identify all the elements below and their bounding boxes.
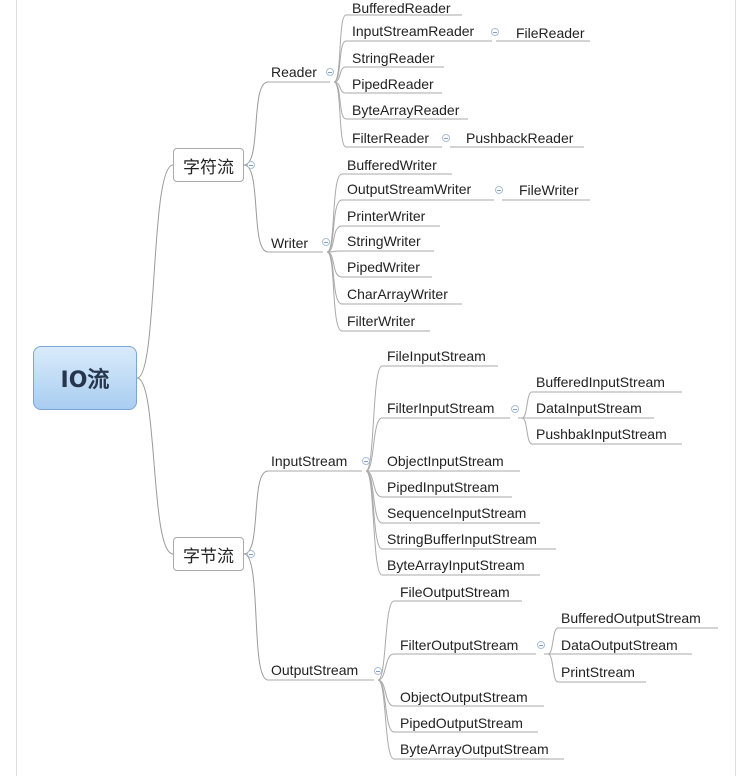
reader-leaf[interactable]: ByteArrayReader: [352, 102, 460, 118]
char-stream-node[interactable]: 字符流: [173, 148, 244, 182]
writer-node[interactable]: Writer: [271, 235, 309, 251]
writer-leaf[interactable]: OutputStreamWriter: [347, 181, 472, 197]
reader-node[interactable]: Reader: [271, 64, 317, 80]
byte-stream-node[interactable]: 字节流: [173, 537, 244, 571]
reader-leaf[interactable]: PushbackReader: [466, 130, 574, 146]
collapse-icon[interactable]: [442, 134, 450, 142]
collapse-icon[interactable]: [537, 641, 545, 649]
collapse-icon[interactable]: [491, 28, 499, 36]
writer-leaf[interactable]: FilterWriter: [347, 313, 416, 329]
writer-leaf[interactable]: StringWriter: [347, 233, 421, 249]
output-filter-leaf[interactable]: BufferedOutputStream: [561, 610, 701, 626]
input-stream-leaf[interactable]: ByteArrayInputStream: [387, 557, 525, 573]
collapse-icon[interactable]: [511, 405, 519, 413]
output-filter-leaf[interactable]: PrintStream: [561, 664, 635, 680]
reader-leaf[interactable]: PipedReader: [352, 76, 434, 92]
writer-leaf[interactable]: CharArrayWriter: [347, 286, 448, 302]
output-stream-leaf[interactable]: FileOutputStream: [400, 584, 510, 600]
root-label: IO流: [60, 368, 110, 393]
input-stream-node[interactable]: InputStream: [271, 453, 348, 469]
reader-leaf[interactable]: BufferedReader: [352, 0, 451, 16]
output-stream-node[interactable]: OutputStream: [271, 662, 359, 678]
reader-leaf[interactable]: InputStreamReader: [352, 23, 475, 39]
collapse-icon[interactable]: [495, 186, 503, 194]
byte-stream-label: 字节流: [183, 546, 234, 567]
char-stream-label: 字符流: [183, 157, 234, 178]
input-filter-leaf[interactable]: PushbakInputStream: [536, 426, 667, 442]
collapse-icon[interactable]: [362, 457, 370, 465]
output-stream-leaf[interactable]: ObjectOutputStream: [400, 689, 528, 705]
collapse-icon[interactable]: [322, 238, 330, 246]
output-stream-leaf[interactable]: PipedOutputStream: [400, 715, 523, 731]
input-stream-leaf[interactable]: StringBufferInputStream: [387, 531, 537, 547]
writer-leaf[interactable]: PipedWriter: [347, 259, 420, 275]
canvas-frame: [16, 0, 736, 776]
output-stream-leaf[interactable]: ByteArrayOutputStream: [400, 741, 549, 757]
output-stream-leaf[interactable]: FilterOutputStream: [400, 637, 519, 653]
reader-leaf[interactable]: FilterReader: [352, 130, 430, 146]
input-stream-leaf[interactable]: ObjectInputStream: [387, 453, 504, 469]
collapse-icon[interactable]: [326, 68, 334, 76]
input-filter-leaf[interactable]: DataInputStream: [536, 400, 642, 416]
output-filter-leaf[interactable]: DataOutputStream: [561, 637, 678, 653]
input-filter-leaf[interactable]: BufferedInputStream: [536, 374, 665, 390]
writer-leaf[interactable]: PrinterWriter: [347, 208, 426, 224]
input-stream-leaf[interactable]: FileInputStream: [387, 348, 486, 364]
collapse-icon[interactable]: [247, 550, 255, 558]
reader-leaf[interactable]: FileReader: [516, 25, 585, 41]
reader-leaf[interactable]: StringReader: [352, 50, 435, 66]
input-stream-leaf[interactable]: FilterInputStream: [387, 400, 495, 416]
writer-leaf[interactable]: BufferedWriter: [347, 157, 437, 173]
root-node[interactable]: IO流: [33, 346, 137, 410]
writer-leaf[interactable]: FileWriter: [519, 182, 579, 198]
input-stream-leaf[interactable]: SequenceInputStream: [387, 505, 527, 521]
collapse-icon[interactable]: [374, 667, 382, 675]
collapse-icon[interactable]: [247, 161, 255, 169]
input-stream-leaf[interactable]: PipedInputStream: [387, 479, 500, 495]
